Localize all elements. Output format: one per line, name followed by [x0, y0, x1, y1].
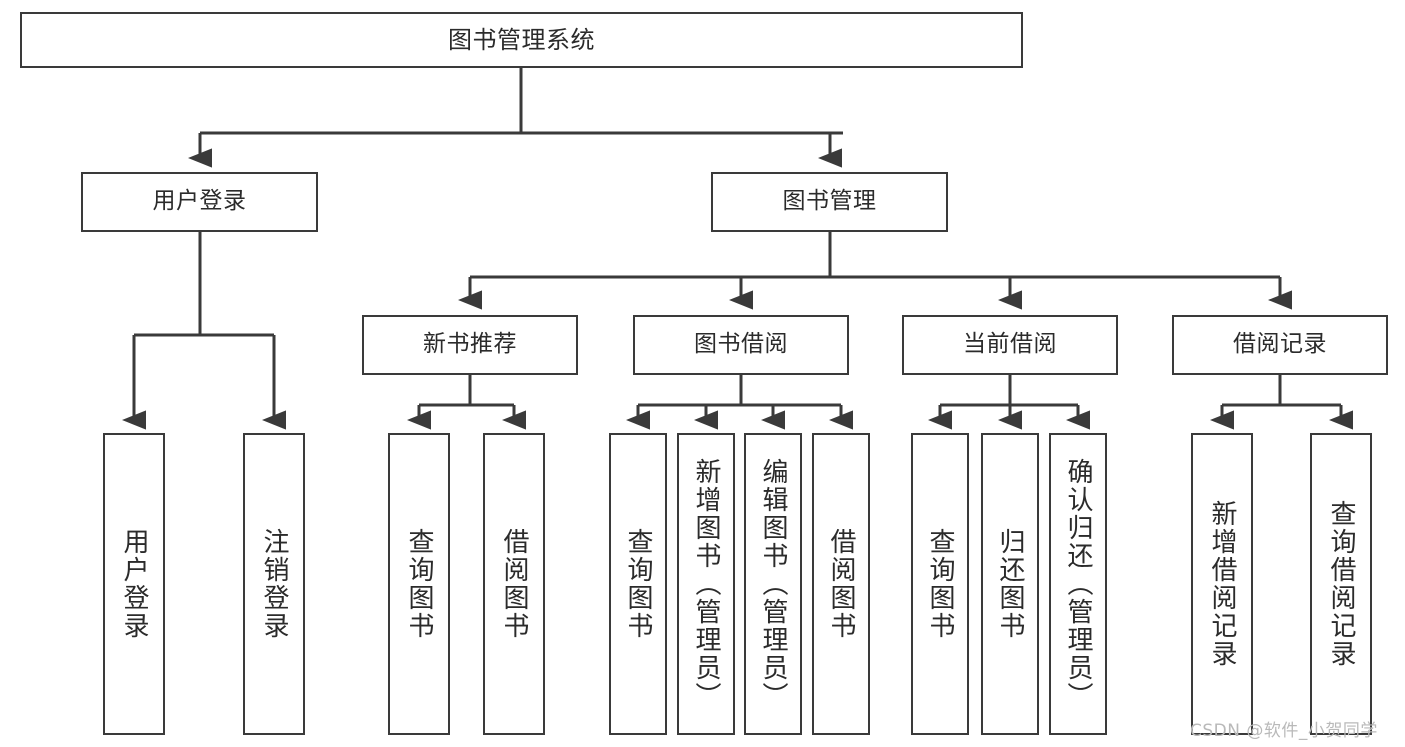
node-borrow-record[interactable]: 借阅记录 [1172, 315, 1388, 375]
node-leaf-add-record[interactable]: 新增借阅记录 [1191, 433, 1253, 735]
node-current-borrow[interactable]: 当前借阅 [902, 315, 1118, 375]
node-label: 借阅图书 [826, 528, 856, 640]
node-label: 编辑图书（管理员） [758, 458, 788, 710]
node-user-login[interactable]: 用户登录 [81, 172, 318, 232]
node-label: 用户登录 [119, 528, 149, 640]
csdn-watermark: CSDN @软件_小贺同学 [1190, 721, 1378, 741]
node-label: 当前借阅 [963, 331, 1057, 358]
node-label: 图书借阅 [694, 331, 788, 358]
node-root[interactable]: 图书管理系统 [20, 12, 1023, 68]
node-label: 注销登录 [259, 528, 289, 640]
node-label: 新增图书（管理员） [691, 458, 721, 710]
node-leaf-confirm-return[interactable]: 确认归还（管理员） [1049, 433, 1107, 735]
node-leaf-return-book[interactable]: 归还图书 [981, 433, 1039, 735]
node-leaf-query-book-3[interactable]: 查询图书 [911, 433, 969, 735]
node-label: 查询图书 [623, 528, 653, 640]
node-label: 用户登录 [152, 188, 247, 215]
node-leaf-borrow-book-1[interactable]: 借阅图书 [483, 433, 545, 735]
node-book-manage[interactable]: 图书管理 [711, 172, 948, 232]
node-label: 图书管理 [782, 188, 877, 215]
node-leaf-query-book-2[interactable]: 查询图书 [609, 433, 667, 735]
node-leaf-edit-book[interactable]: 编辑图书（管理员） [744, 433, 802, 735]
node-leaf-query-record[interactable]: 查询借阅记录 [1310, 433, 1372, 735]
node-label: 新增借阅记录 [1207, 500, 1237, 668]
node-label: 查询图书 [404, 528, 434, 640]
node-new-book-rec[interactable]: 新书推荐 [362, 315, 578, 375]
node-leaf-borrow-book-2[interactable]: 借阅图书 [812, 433, 870, 735]
node-label: 确认归还（管理员） [1063, 458, 1093, 710]
node-label: 借阅图书 [499, 528, 529, 640]
node-label: 图书管理系统 [448, 25, 595, 54]
node-label: 查询借阅记录 [1326, 500, 1356, 668]
node-leaf-add-book[interactable]: 新增图书（管理员） [677, 433, 735, 735]
node-book-borrow[interactable]: 图书借阅 [633, 315, 849, 375]
node-leaf-query-book-1[interactable]: 查询图书 [388, 433, 450, 735]
node-leaf-user-login[interactable]: 用户登录 [103, 433, 165, 735]
node-label: 查询图书 [925, 528, 955, 640]
node-label: 归还图书 [995, 528, 1025, 640]
node-label: 借阅记录 [1233, 331, 1327, 358]
node-label: 新书推荐 [423, 331, 517, 358]
node-leaf-user-logout[interactable]: 注销登录 [243, 433, 305, 735]
